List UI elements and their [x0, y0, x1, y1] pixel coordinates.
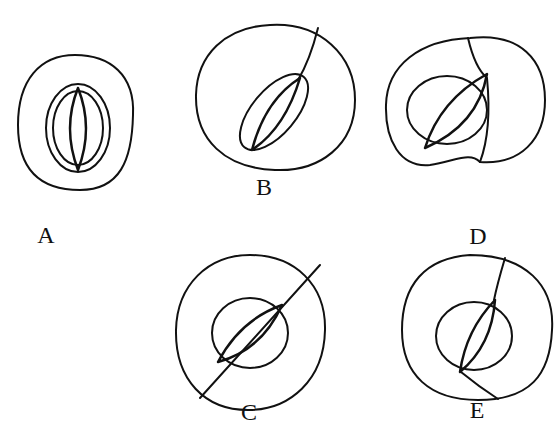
stoma-figure — [196, 25, 355, 170]
figure-letter: C — [241, 400, 257, 424]
stoma-figure — [402, 255, 552, 400]
figure-letter: B — [256, 175, 272, 199]
figure-letter: E — [470, 398, 485, 422]
stoma-figure — [176, 255, 325, 410]
figure-letter: D — [469, 224, 486, 248]
stoma-figure — [18, 55, 133, 190]
stoma-figure — [386, 37, 545, 165]
figure-letter: A — [37, 223, 54, 247]
